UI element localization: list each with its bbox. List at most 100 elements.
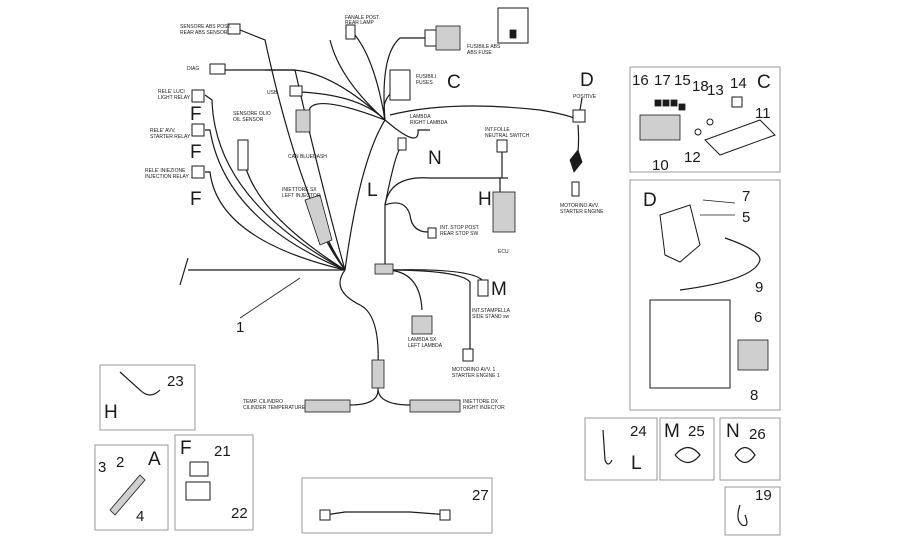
harness-callouts: 20 C D F F F N L H M 1 bbox=[190, 7, 594, 336]
inset-23-frame bbox=[99, 364, 196, 431]
injection-relay-connector bbox=[191, 165, 205, 179]
letter-f-inset: F bbox=[180, 438, 192, 459]
main-harness-wires bbox=[179, 29, 583, 406]
harness-labels: SENSORE ABS POST. REAR ABS SENSOR FANALE… bbox=[145, 15, 604, 411]
tie-24 bbox=[602, 429, 613, 465]
label-starter-relay: RELE' AVV. bbox=[150, 128, 176, 134]
connector-27-left bbox=[319, 509, 331, 521]
callout-5: 5 bbox=[742, 209, 750, 226]
positive-terminal bbox=[572, 109, 586, 123]
letter-d-positive: D bbox=[580, 70, 594, 91]
inset-f-frame bbox=[174, 434, 254, 531]
label-left-injector: INIETTORE SX bbox=[282, 187, 317, 193]
starter-relay-connector bbox=[191, 123, 205, 137]
abs-fuse-block bbox=[435, 25, 461, 51]
callout-24: 24 bbox=[630, 423, 647, 440]
callout-9: 9 bbox=[755, 279, 763, 296]
callout-22: 22 bbox=[231, 505, 248, 522]
battery-bracket bbox=[659, 204, 701, 263]
letter-c-inset: C bbox=[757, 72, 771, 93]
fuse-16 bbox=[654, 99, 662, 107]
label-starter-engine-en: STARTER ENGINE bbox=[560, 209, 604, 215]
label-right-injector-en: RIGHT INJECTOR bbox=[463, 405, 505, 411]
battery-inset-frame bbox=[629, 179, 781, 411]
starter-engine-clip bbox=[569, 149, 583, 173]
letter-d-battery: D bbox=[643, 190, 657, 211]
neutral-switch-connector bbox=[496, 139, 508, 153]
connector-27-right bbox=[439, 509, 451, 521]
callout-2: 2 bbox=[116, 454, 124, 471]
label-rear-lamp: FANALE POST. bbox=[345, 15, 380, 21]
callout-1: 1 bbox=[236, 319, 244, 336]
right-injector-connector bbox=[409, 399, 461, 413]
callout-11: 11 bbox=[755, 105, 771, 122]
left-injector bbox=[304, 194, 333, 246]
abs-fuse-holder bbox=[424, 29, 438, 47]
leader-7 bbox=[702, 199, 736, 204]
callout-12: 12 bbox=[684, 149, 701, 166]
label-starter-engine-1-en: STARTER ENGINE 1 bbox=[452, 373, 500, 379]
diag-connector bbox=[209, 63, 226, 75]
callout-17: 17 bbox=[654, 72, 671, 89]
relay-holder-22 bbox=[185, 481, 211, 501]
harness-connectors bbox=[191, 23, 586, 413]
label-usb: USB bbox=[267, 90, 278, 96]
inset-19-frame bbox=[724, 486, 781, 536]
label-side-stand: INT.STAMPELLA bbox=[472, 308, 511, 314]
inset-25-frame bbox=[659, 417, 715, 481]
letter-l-clip: L bbox=[367, 180, 378, 201]
label-stop-switch-en: REAR STOP SW bbox=[440, 231, 478, 237]
stop-switch-connector bbox=[427, 227, 437, 239]
fuse-20 bbox=[509, 29, 517, 39]
label-injection-relay: RELE' INIEZIONE bbox=[145, 168, 186, 174]
callout-10: 10 bbox=[652, 157, 669, 174]
starter-engine-connector bbox=[571, 181, 580, 197]
fuse-box bbox=[389, 69, 411, 101]
switch-a bbox=[109, 474, 146, 516]
clip-25 bbox=[674, 446, 701, 464]
label-right-lambda: LAMBDA bbox=[410, 114, 431, 120]
label-left-lambda: LAMBDA SX bbox=[408, 337, 437, 343]
screw-12 bbox=[694, 128, 702, 136]
label-abs-fuse: FUSIBILE ABS bbox=[467, 44, 501, 50]
callout-19: 19 bbox=[755, 487, 772, 504]
label-diag: DIAG bbox=[187, 66, 199, 72]
inset-a-frame bbox=[94, 444, 169, 531]
label-rear-lamp-en: REAR LAMP bbox=[345, 20, 375, 26]
fuse-17 bbox=[662, 99, 670, 107]
harness-sleeve bbox=[371, 359, 385, 389]
callout-13: 13 bbox=[707, 82, 724, 99]
label-oil-sensor-en: OIL SENSOR bbox=[233, 117, 264, 123]
bracket-11 bbox=[704, 119, 776, 156]
label-bluedash: CAN BLUEDASH bbox=[288, 154, 327, 160]
cylinder-temp-connector bbox=[304, 399, 351, 413]
clamp-23 bbox=[119, 371, 161, 396]
inset-24-frame bbox=[584, 417, 658, 481]
callout-6: 6 bbox=[754, 309, 762, 326]
cable-27 bbox=[324, 511, 451, 516]
letter-f-light-relay: F bbox=[190, 104, 202, 125]
label-fuses: FUSIBILI bbox=[416, 74, 436, 80]
ring-19 bbox=[737, 504, 748, 527]
callout-25: 25 bbox=[688, 423, 705, 440]
battery-cable bbox=[679, 237, 761, 291]
fuse-18 bbox=[678, 103, 686, 111]
letter-m-side-stand: M bbox=[491, 279, 507, 300]
washer-13 bbox=[706, 118, 714, 126]
label-neutral-en: NEUTRAL SWITCH bbox=[485, 133, 530, 139]
inset-27-frame bbox=[301, 477, 493, 534]
label-cylinder-temp-en: CILINDER TEMPERATURE bbox=[243, 405, 306, 411]
bluedash-connector bbox=[295, 109, 311, 133]
label-starter-relay-en: STARTER RELAY bbox=[150, 134, 191, 140]
label-stop-switch: INT. STOP POST. bbox=[440, 225, 480, 231]
letter-f-injection-relay: F bbox=[190, 189, 202, 210]
label-side-stand-en: SIDE STAND sw bbox=[472, 314, 510, 320]
clip-14 bbox=[731, 96, 743, 108]
ecu-connector bbox=[492, 191, 516, 233]
starter-engine-1-connector bbox=[462, 348, 474, 362]
label-right-injector: INIETTORE DX bbox=[463, 399, 499, 405]
letter-a: A bbox=[148, 449, 161, 470]
right-lambda-connector bbox=[397, 137, 407, 151]
oil-sensor bbox=[237, 139, 249, 171]
